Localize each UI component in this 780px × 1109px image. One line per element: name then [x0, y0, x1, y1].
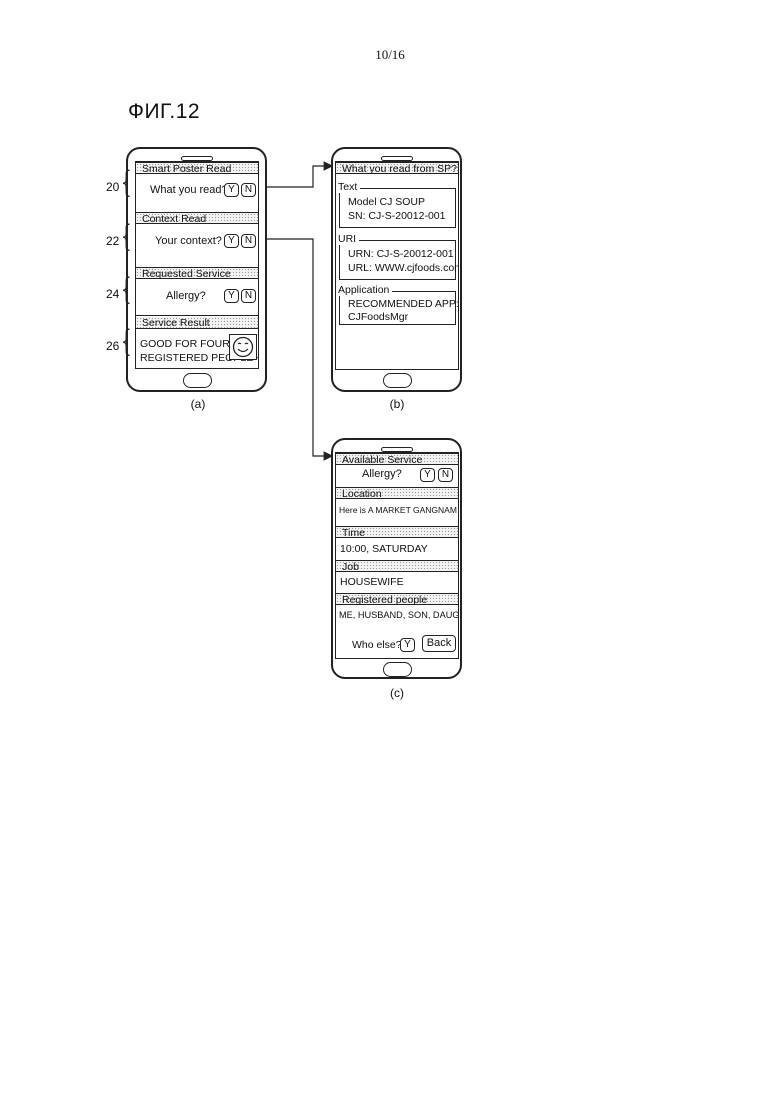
phone-a: Smart Poster Read What you read? Y N Con… — [126, 147, 267, 392]
service-result-line-1: GOOD FOR FOUR — [140, 338, 230, 350]
time-value: 10:00, SATURDAY — [340, 543, 428, 555]
registered-people-value: ME, HUSBAND, SON, DAUGHTER — [339, 610, 459, 620]
home-button[interactable] — [383, 662, 412, 677]
text-group-line-1: Model CJ SOUP — [348, 196, 425, 208]
smiley-face-icon — [229, 334, 257, 360]
section-header-requested-service: Requested Service — [136, 267, 258, 279]
section-header-smart-poster: Smart Poster Read — [136, 162, 258, 174]
section-header-location: Location — [336, 487, 458, 499]
section-header-registered-people: Registered people — [336, 593, 458, 605]
phone-b-screen: What you read from SP? Text Model CJ SOU… — [335, 161, 459, 370]
caption-b: (b) — [377, 397, 417, 411]
brace-22: { — [121, 222, 132, 252]
who-else-label: Who else? — [352, 639, 402, 651]
location-value: Here is A MARKET GANGNAM BRANCH — [339, 505, 459, 515]
brace-24: { — [121, 275, 132, 305]
back-button[interactable]: Back — [422, 635, 456, 652]
allergy-yes-button[interactable]: Y — [224, 289, 239, 303]
allergy-no-button[interactable]: N — [241, 289, 256, 303]
section-header-time: Time — [336, 526, 458, 538]
reference-numeral-24: 24 — [106, 287, 119, 301]
question-what-you-read: What you read? — [150, 184, 228, 196]
job-value: HOUSEWIFE — [340, 576, 404, 588]
question-allergy: Allergy? — [362, 468, 402, 480]
arrow-a-to-b — [257, 166, 332, 187]
section-header-service-result: Service Result — [136, 317, 258, 329]
application-group-line-1: RECOMMENDED APP: — [348, 298, 459, 310]
what-you-read-no-button[interactable]: N — [241, 183, 256, 197]
phone-c: Available Service Allergy? Y N Location … — [331, 438, 462, 679]
your-context-no-button[interactable]: N — [241, 234, 256, 248]
allergy-yes-button[interactable]: Y — [420, 468, 435, 482]
section-header-available-service: Available Service — [336, 453, 458, 465]
question-allergy: Allergy? — [166, 290, 206, 302]
uri-group: URI URN: CJ-S-20012-001 URL: WWW.cjfoods… — [339, 240, 456, 280]
uri-group-line-2: URL: WWW.cjfoods.com — [348, 262, 459, 274]
application-group-line-2: CJFoodsMgr — [348, 311, 408, 323]
what-you-read-yes-button[interactable]: Y — [224, 183, 239, 197]
section-header-what-you-read-from-sp: What you read from SP? — [336, 162, 458, 174]
reference-numeral-20: 20 — [106, 180, 119, 194]
section-header-context: Context Read — [136, 212, 258, 224]
home-button[interactable] — [383, 373, 412, 388]
application-group-label: Application — [338, 284, 392, 296]
application-group: Application RECOMMENDED APP: CJFoodsMgr — [339, 291, 456, 325]
text-group-label: Text — [338, 181, 360, 193]
caption-a: (a) — [178, 397, 218, 411]
allergy-no-button[interactable]: N — [438, 468, 453, 482]
uri-group-label: URI — [338, 233, 359, 245]
section-header-job: Job — [336, 560, 458, 572]
home-button[interactable] — [183, 373, 212, 388]
brace-20: { — [121, 168, 132, 198]
phone-a-screen: Smart Poster Read What you read? Y N Con… — [135, 161, 259, 369]
text-group-line-2: SN: CJ-S-20012-001 — [348, 210, 445, 222]
section-divider — [136, 315, 258, 316]
text-group: Text Model CJ SOUP SN: CJ-S-20012-001 — [339, 188, 456, 228]
who-else-yes-button[interactable]: Y — [400, 638, 415, 652]
caption-c: (c) — [377, 686, 417, 700]
arrow-a-to-c — [257, 239, 332, 456]
reference-numeral-26: 26 — [106, 339, 119, 353]
brace-26: { — [121, 327, 132, 357]
uri-group-line-1: URN: CJ-S-20012-001 — [348, 248, 454, 260]
reference-numeral-22: 22 — [106, 234, 119, 248]
phone-b: What you read from SP? Text Model CJ SOU… — [331, 147, 462, 392]
question-your-context: Your context? — [155, 235, 222, 247]
phone-c-screen: Available Service Allergy? Y N Location … — [335, 452, 459, 659]
your-context-yes-button[interactable]: Y — [224, 234, 239, 248]
